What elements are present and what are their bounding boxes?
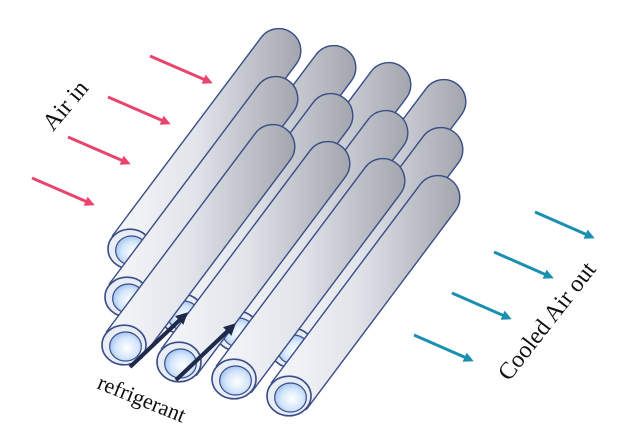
tube-opening: [109, 331, 142, 362]
tube-opening: [219, 365, 252, 396]
arrow-right-icon: [493, 250, 554, 279]
air-in-label: Air in: [38, 76, 94, 136]
tube-body: [105, 123, 296, 360]
tube-body: [218, 109, 409, 346]
arrow-right-icon: [107, 95, 171, 125]
air-in-arrows: [31, 54, 213, 206]
arrow-right-icon: [413, 333, 474, 362]
tube: [107, 27, 302, 270]
cooled-air-out-arrows: [413, 210, 595, 362]
tube-body: [111, 27, 302, 264]
refrigerant-arrows: [128, 312, 236, 382]
tube-body: [270, 174, 461, 411]
tube-body: [163, 92, 354, 329]
tube-bundle: [101, 27, 467, 417]
tube: [211, 157, 406, 400]
arrow-right-icon: [534, 210, 595, 239]
tube-body: [273, 126, 464, 363]
tube-body: [108, 75, 299, 312]
tube-opening: [274, 382, 307, 413]
arrow-up-right-icon: [128, 312, 188, 369]
arrow-right-icon: [149, 54, 213, 84]
arrow-right-icon: [451, 291, 512, 320]
arrow-right-icon: [31, 176, 95, 206]
tube: [156, 140, 351, 383]
tube: [101, 123, 296, 366]
arrow-right-icon: [67, 135, 131, 165]
tube: [266, 174, 461, 417]
tube-body: [215, 157, 406, 394]
tube-body: [160, 140, 351, 377]
arrow-up-right-icon: [174, 323, 236, 382]
